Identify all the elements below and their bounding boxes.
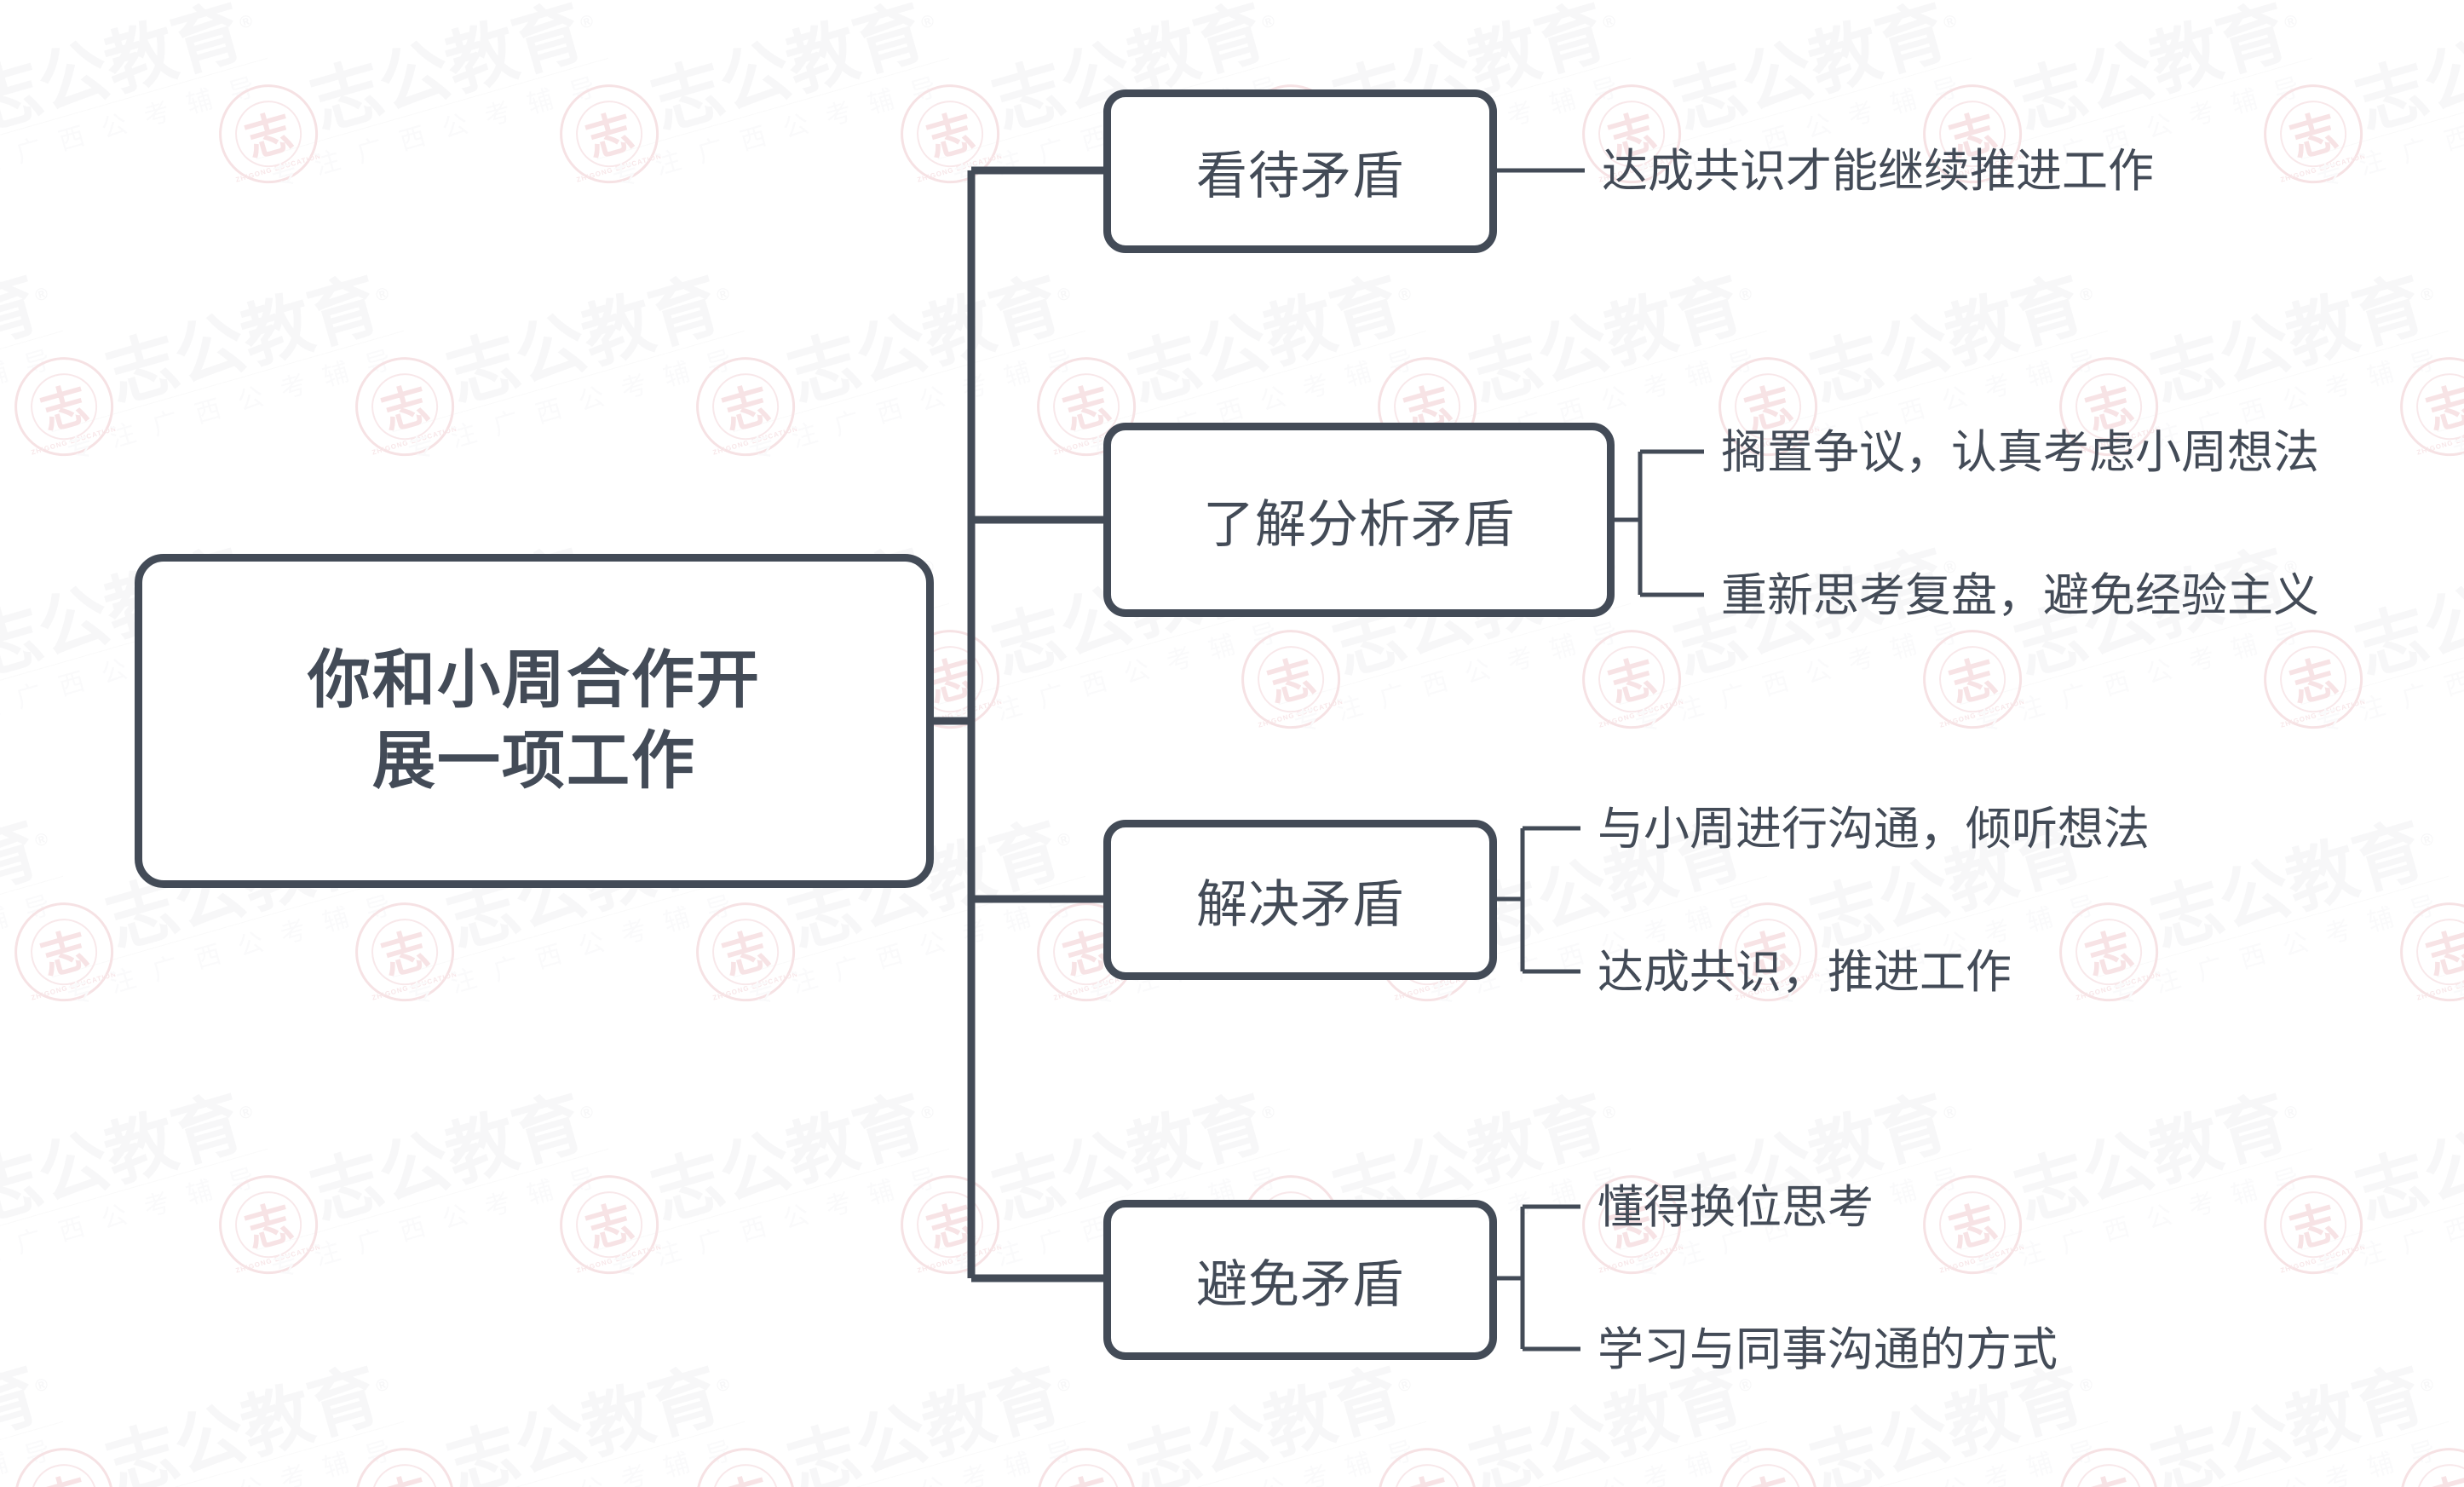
branch-node-4-label: 避免矛盾 bbox=[1196, 1255, 1404, 1313]
branch-node-1-label: 看待矛盾 bbox=[1196, 147, 1404, 205]
branch-node-2[interactable]: 了解分析矛盾 bbox=[1103, 423, 1615, 617]
leaf-label-2-1[interactable]: 搁置争议，认真考虑小周想法 bbox=[1721, 427, 2319, 478]
root-node-label: 你和小周合作开 展一项工作 bbox=[308, 640, 761, 801]
branch-node-3[interactable]: 解决矛盾 bbox=[1103, 820, 1497, 980]
leaf-label-4-1[interactable]: 懂得换位思考 bbox=[1598, 1182, 1874, 1233]
leaf-label-2-2[interactable]: 重新思考复盘，避免经验主义 bbox=[1721, 570, 2319, 621]
branch-node-4[interactable]: 避免矛盾 bbox=[1103, 1200, 1497, 1360]
leaf-label-3-2[interactable]: 达成共识，推进工作 bbox=[1598, 947, 2012, 998]
leaf-label-4-2[interactable]: 学习与同事沟通的方式 bbox=[1598, 1324, 2058, 1375]
root-node[interactable]: 你和小周合作开 展一项工作 bbox=[135, 554, 934, 888]
leaf-label-3-1[interactable]: 与小周进行沟通，倾听想法 bbox=[1598, 804, 2150, 855]
branch-node-2-label: 了解分析矛盾 bbox=[1203, 495, 1515, 553]
branch-node-3-label: 解决矛盾 bbox=[1196, 875, 1404, 933]
root-node-line-1: 你和小周合作开 bbox=[308, 644, 761, 716]
leaf-label-1-1[interactable]: 达成共识才能继续推进工作 bbox=[1602, 146, 2154, 197]
root-node-line-2: 展一项工作 bbox=[372, 725, 696, 796]
branch-node-1[interactable]: 看待矛盾 bbox=[1103, 89, 1497, 253]
